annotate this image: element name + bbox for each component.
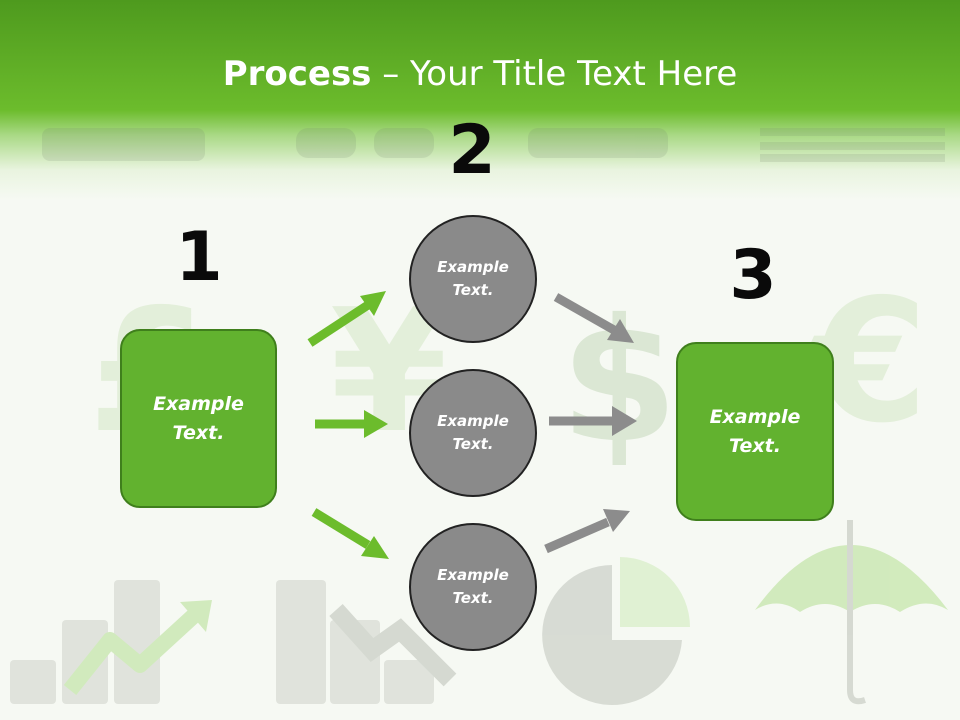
- slide-title: Process – Your Title Text Here: [0, 50, 960, 98]
- circle-text: Example Text.: [437, 412, 509, 453]
- step-number-2: 2: [448, 111, 496, 190]
- step-number-1: 1: [175, 218, 223, 297]
- step1-text: Example Text.: [153, 392, 244, 444]
- title-rest: – Your Title Text Here: [371, 54, 738, 94]
- coins-icon: [296, 128, 434, 158]
- header-band: [0, 0, 960, 200]
- step-number-3: 3: [729, 236, 777, 315]
- circle-text: Example Text.: [437, 566, 509, 607]
- step1-box: Example Text.: [120, 329, 277, 508]
- banknotes-icon: [760, 128, 945, 162]
- arrow-from-circle-bottom: [544, 509, 630, 554]
- cash-register-icon: [528, 128, 668, 158]
- title-strong: Process: [222, 54, 372, 94]
- bar-chart-down-icon: [276, 580, 457, 704]
- dollar-icon: $: [560, 283, 678, 481]
- step2-circle-bottom: Example Text.: [409, 523, 537, 651]
- bar-chart-up-icon: [10, 580, 212, 704]
- arrow-from-circle-middle: [549, 406, 637, 436]
- step2-circle-top: Example Text.: [409, 215, 537, 343]
- step3-text: Example Text.: [709, 405, 801, 457]
- circle-text: Example Text.: [437, 258, 509, 299]
- pie-chart-icon: [542, 557, 690, 705]
- arrow-from-circle-top: [553, 293, 634, 343]
- arrow-to-circle-top: [307, 291, 386, 347]
- wallet-icon: [42, 128, 205, 161]
- step2-circle-middle: Example Text.: [409, 369, 537, 497]
- umbrella-icon: [755, 520, 948, 705]
- arrow-to-circle-middle: [315, 410, 388, 438]
- step3-box: Example Text.: [676, 342, 834, 521]
- arrow-to-circle-bottom: [311, 508, 389, 559]
